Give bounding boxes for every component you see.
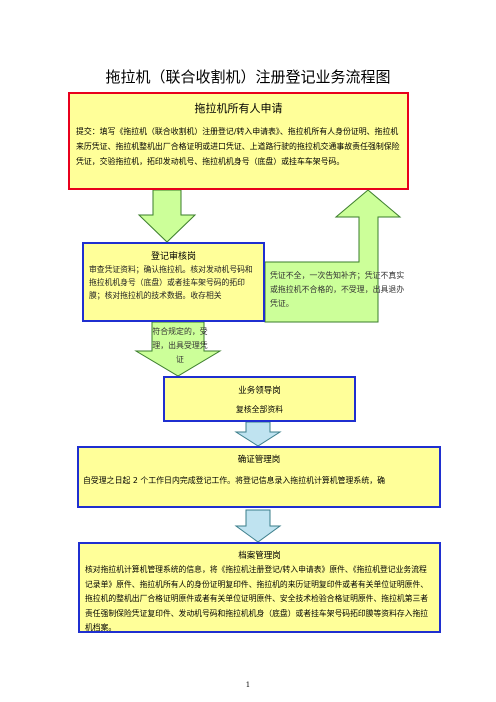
down-arrow-2 — [134, 321, 222, 377]
archive-box: 档案管理岗 核对拖拉机计算机管理系统的信息，将《拖拉机注册登记/转入申请表》原件… — [78, 542, 441, 633]
leader-text: 复核全部资料 — [235, 405, 284, 414]
applicant-box: 拖拉机所有人申请 提交：填写《拖拉机（联合收割机）注册登记/转入申请表》、拖拉机… — [68, 92, 409, 190]
review-heading: 登记审核岗 — [150, 252, 196, 262]
leader-box: 业务领导岗 复核全部资料 — [163, 376, 356, 422]
down-arrow-1 — [137, 189, 197, 243]
down-arrow-3 — [234, 421, 282, 447]
page-title: 拖拉机（联合收割机）注册登记业务流程图 — [105, 68, 391, 86]
accept-note: 符合规定的，受理，出具受理凭证 — [152, 327, 208, 364]
review-text: 审查凭证资料；确认拖拉机。核对发动机号码和拖拉机机身号（底盘）或者挂车架号码的拓… — [89, 265, 253, 300]
archive-heading: 档案管理岗 — [238, 551, 281, 561]
up-arrow-return — [264, 189, 402, 323]
certificate-heading: 确证管理岗 — [237, 455, 281, 465]
certificate-box: 确证管理岗 自受理之日起 2 个工作日内完成登记工作。将登记信息录入拖拉机计算机… — [77, 446, 441, 508]
down-arrow-4 — [234, 509, 282, 543]
incomplete-note: 凭证不全，一次告知补齐；凭证不真实或拖拉机不合格的，不受理，出具退办凭证。 — [270, 271, 405, 308]
applicant-text: 提交：填写《拖拉机（联合收割机）注册登记/转入申请表》、拖拉机所有人身份证明、拖… — [76, 127, 400, 166]
applicant-heading: 拖拉机所有人申请 — [194, 102, 283, 115]
archive-text: 核对拖拉机计算机管理系统的信息，将《拖拉机注册登记/转入申请表》原件、《拖拉机登… — [85, 565, 429, 632]
certificate-text: 自受理之日起 2 个工作日内完成登记工作。将登记信息录入拖拉机计算机管理系统，确 — [83, 476, 385, 485]
page-number: 1 — [245, 681, 251, 689]
leader-heading: 业务领导岗 — [238, 386, 281, 396]
review-box: 登记审核岗 审查凭证资料；确认拖拉机。核对发动机号码和拖拉机机身号（底盘）或者挂… — [82, 242, 265, 322]
